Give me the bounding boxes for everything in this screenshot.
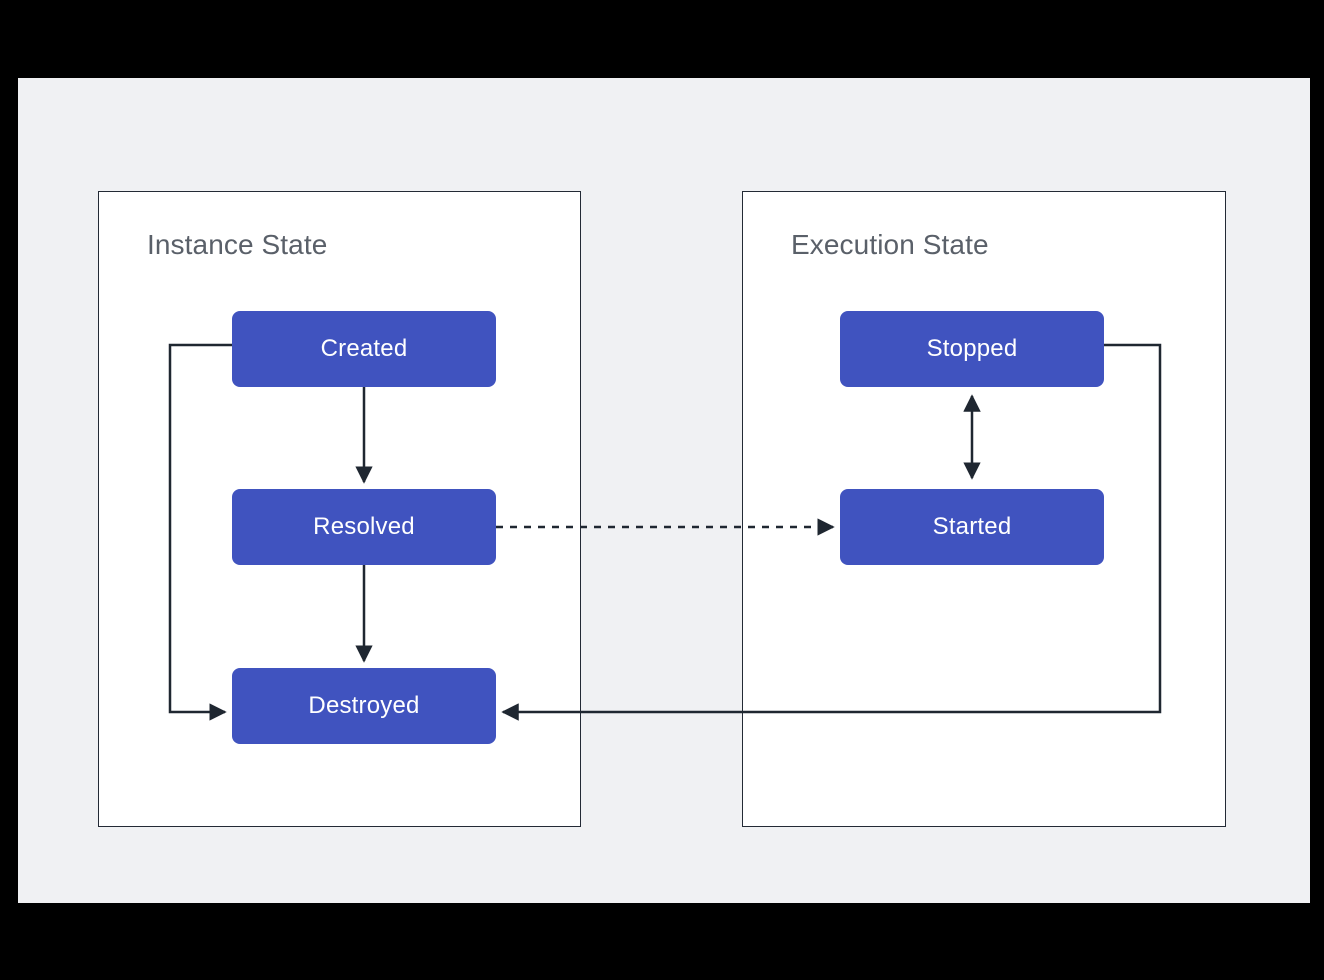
state-node-started[interactable]: Started [840, 489, 1104, 565]
group-title-instance-state: Instance State [147, 229, 328, 260]
state-node-stopped[interactable]: Stopped [840, 311, 1104, 387]
state-node-resolved[interactable]: Resolved [232, 489, 496, 565]
diagram-canvas: Instance State Execution State [18, 78, 1310, 903]
state-node-destroyed[interactable]: Destroyed [232, 668, 496, 744]
group-title-execution-state: Execution State [791, 229, 989, 260]
state-node-created[interactable]: Created [232, 311, 496, 387]
